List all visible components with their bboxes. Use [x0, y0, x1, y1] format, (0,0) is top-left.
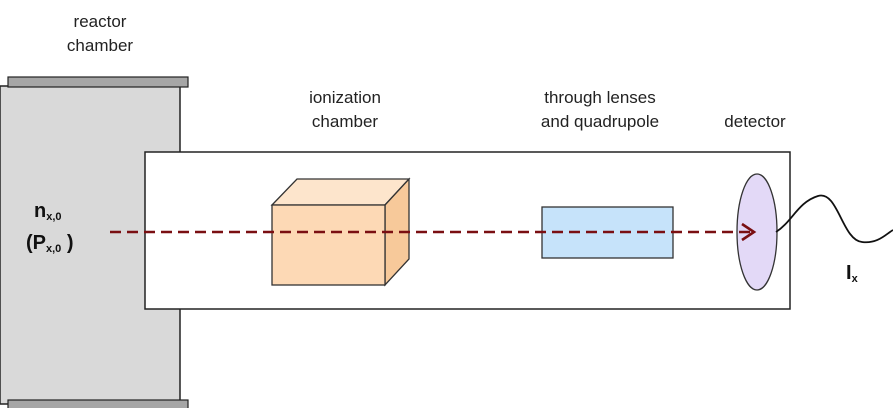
ion-current-main: I: [846, 262, 852, 284]
pressure-subscript: x,0: [46, 243, 62, 255]
cube-front-face: [271, 204, 386, 286]
ionization-chamber-label: ionization chamber: [290, 86, 400, 134]
signal-wire: [775, 194, 893, 244]
lenses-quadrupole-label-line1: through lenses: [544, 88, 656, 107]
mass-spectrometer-housing: [144, 151, 791, 310]
number-density-symbol: nx,0: [34, 200, 62, 223]
lenses-quadrupole-label-line2: and quadrupole: [540, 112, 660, 131]
detector-label-text: detector: [724, 112, 786, 131]
detector-label: detector: [705, 110, 805, 134]
number-density-main: n: [34, 200, 47, 222]
reactor-top-flange: [7, 76, 189, 88]
ionization-chamber-label-line2: chamber: [311, 112, 379, 131]
reactor-chamber-label-line2: chamber: [66, 36, 134, 55]
pressure-close: ): [61, 232, 74, 254]
pressure-open: (P: [26, 232, 46, 254]
ion-current-subscript: x: [851, 273, 858, 285]
lenses-quadrupole-label: through lenses and quadrupole: [520, 86, 680, 134]
ionization-chamber-cube: [270, 177, 411, 287]
number-density-subscript: x,0: [46, 211, 62, 223]
ion-current-symbol: Ix: [846, 262, 858, 285]
ionization-chamber-label-line1: ionization: [309, 88, 381, 107]
reactor-chamber-label-line1: reactor: [73, 12, 127, 31]
reactor-chamber-label: reactor chamber: [50, 10, 150, 58]
reactor-bottom-flange: [7, 399, 189, 408]
pressure-symbol: (Px,0 ): [26, 232, 74, 255]
ion-beam-arrowhead: [741, 222, 757, 242]
